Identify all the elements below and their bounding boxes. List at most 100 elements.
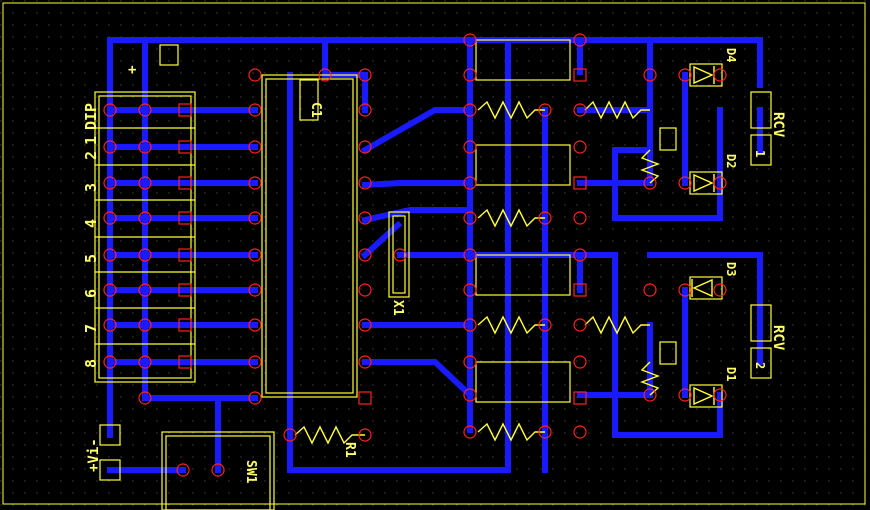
- pad-round: [573, 33, 587, 47]
- pad-round: [103, 355, 117, 369]
- resistor-g: [640, 149, 660, 184]
- d3-label: D3: [724, 262, 738, 276]
- resistor-r1: [294, 425, 365, 445]
- pad-round: [678, 176, 692, 190]
- pad-round: [138, 103, 152, 117]
- resistor-a: [477, 100, 545, 120]
- c1-label: C1: [308, 102, 323, 118]
- transistor-block-1: [475, 39, 571, 81]
- dip-number-3: 3: [82, 183, 100, 192]
- pad-round: [538, 425, 552, 439]
- pad-square: [573, 176, 587, 190]
- pad-round: [463, 425, 477, 439]
- pad-round: [138, 248, 152, 262]
- pad-round: [248, 318, 262, 332]
- pad-square: [358, 391, 372, 405]
- pad-round: [138, 355, 152, 369]
- pad-round: [573, 211, 587, 225]
- d2-label: D2: [724, 154, 738, 168]
- pad-round: [573, 425, 587, 439]
- resistor-c: [477, 315, 545, 335]
- pad-round: [713, 176, 727, 190]
- pad-round: [103, 248, 117, 262]
- pad-round: [248, 103, 262, 117]
- pad-round: [538, 211, 552, 225]
- pad-round: [318, 68, 332, 82]
- pad-square: [573, 391, 587, 405]
- pad-round: [358, 355, 372, 369]
- dip-number-7: 7: [82, 324, 100, 333]
- dip-number-6: 6: [82, 289, 100, 298]
- rx-tag-1: 1: [753, 150, 767, 157]
- board-outline: [2, 2, 866, 505]
- pad-round: [463, 248, 477, 262]
- pad-round: [138, 176, 152, 190]
- pad-round: [573, 103, 587, 117]
- pad-square: [178, 176, 192, 190]
- pad-round: [103, 211, 117, 225]
- pad-round: [358, 428, 372, 442]
- trace-362: [362, 359, 475, 400]
- d1-label: D1: [724, 367, 738, 381]
- pad-round: [248, 283, 262, 297]
- pad-round: [393, 248, 407, 262]
- rcv-bottom-label: RCV: [770, 325, 786, 351]
- pad-round: [643, 176, 657, 190]
- trace-rcv-bot-loop: [577, 252, 723, 438]
- pad-square: [178, 211, 192, 225]
- rcv-top-label: RCV: [770, 112, 786, 138]
- pad-round: [248, 355, 262, 369]
- d4-label: D4: [724, 48, 738, 62]
- pad-round: [713, 388, 727, 402]
- pad-round: [463, 176, 477, 190]
- pad-square: [178, 355, 192, 369]
- dip-number-8: 8: [82, 359, 100, 368]
- pad-round: [463, 211, 477, 225]
- pad-round: [573, 318, 587, 332]
- dip-number-2: 2: [82, 151, 100, 160]
- pad-round: [248, 211, 262, 225]
- resistors: [294, 100, 660, 445]
- transistor-block-3: [475, 254, 571, 296]
- pad-round: [358, 176, 372, 190]
- trace-diag2: [361, 180, 473, 189]
- pad-round: [678, 388, 692, 402]
- transistor-block-4: [475, 361, 571, 403]
- pad-round: [463, 318, 477, 332]
- pad-square: [573, 283, 587, 297]
- text-labels: DIP 1 2 3 4 5 6 7 8 +Vi- + C1 X1 SW1 R1 …: [82, 48, 786, 484]
- pad-round: [138, 211, 152, 225]
- pad-round: [573, 248, 587, 262]
- pad-round: [283, 428, 297, 442]
- pads: [103, 33, 727, 477]
- pad-round: [358, 283, 372, 297]
- pad-round: [248, 68, 262, 82]
- dip-switch-rows: [95, 127, 195, 345]
- r1-label: R1: [342, 442, 357, 458]
- power-input-label: +Vi-: [86, 438, 102, 472]
- pad-round: [103, 103, 117, 117]
- resistor-f: [584, 315, 650, 335]
- pad-round: [138, 140, 152, 154]
- pad-round: [103, 176, 117, 190]
- pad-round: [573, 355, 587, 369]
- crystal-outline: [388, 211, 410, 298]
- pad-square: [178, 103, 192, 117]
- pad-round: [358, 140, 372, 154]
- resistor-d: [477, 422, 545, 442]
- pad-round: [643, 283, 657, 297]
- pad-square: [573, 68, 587, 82]
- transistor-block-2: [475, 144, 571, 186]
- dip-number-1: 1: [82, 136, 100, 145]
- rx-tag-2: 2: [753, 362, 767, 369]
- pad-round: [138, 283, 152, 297]
- pad-round: [103, 140, 117, 154]
- dip-label: DIP: [82, 103, 100, 130]
- pad-round: [538, 103, 552, 117]
- resistor-e: [584, 100, 650, 120]
- pad-round: [248, 391, 262, 405]
- sw1-label: SW1: [243, 460, 258, 484]
- trace-diag3: [361, 207, 473, 224]
- pad-round: [678, 283, 692, 297]
